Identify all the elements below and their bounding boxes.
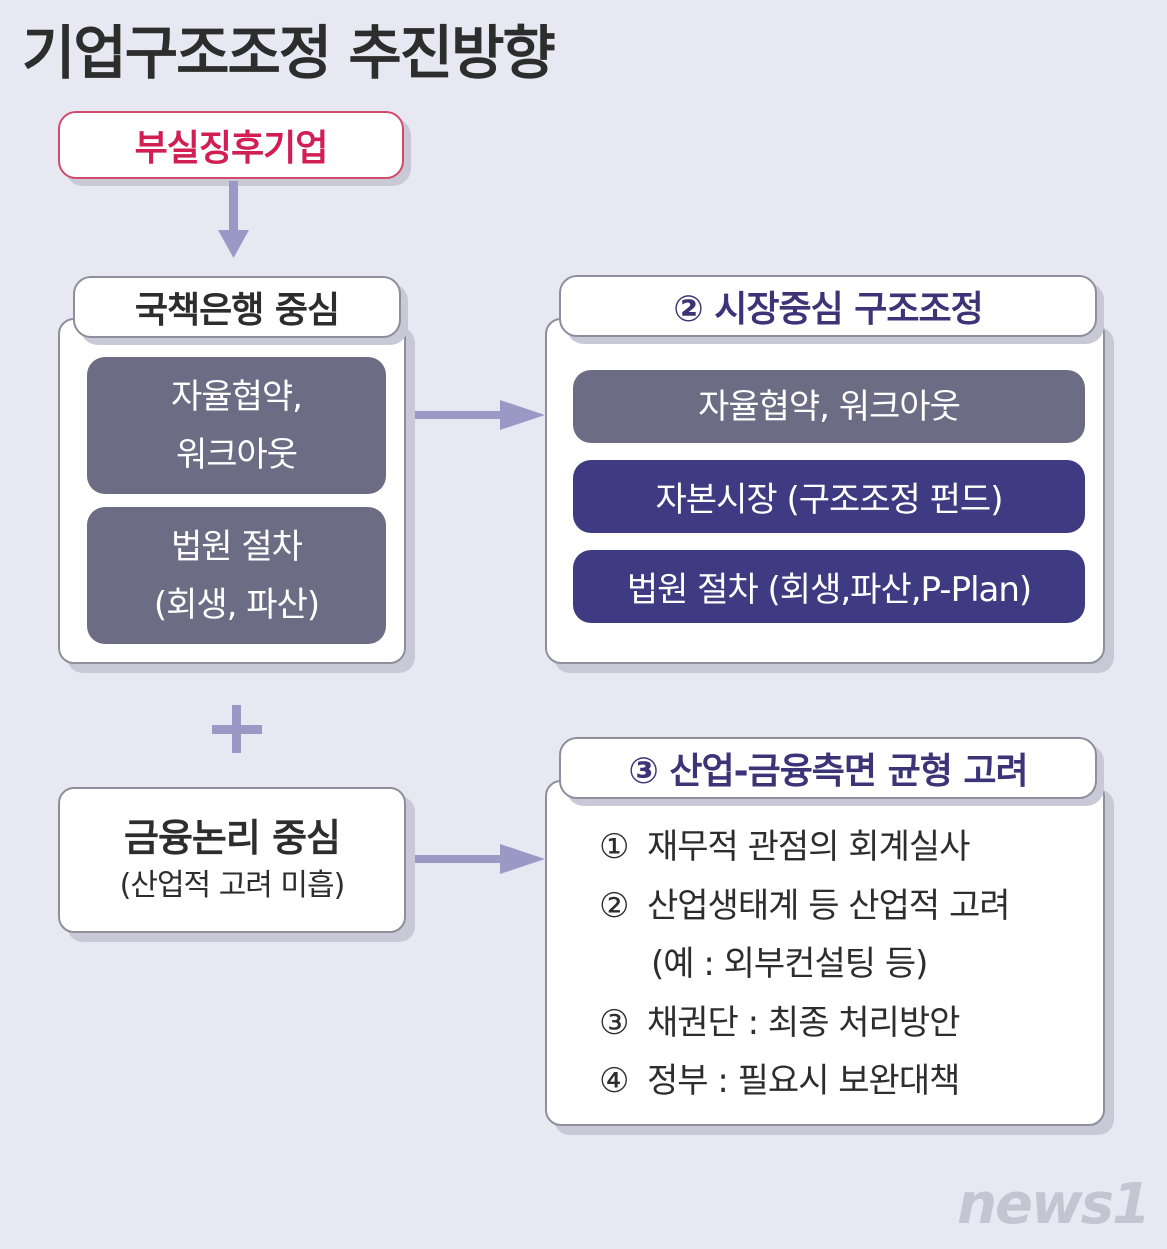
news1-logo: news1 [957, 1172, 1151, 1237]
policy-bank-header: 국책은행 중심 [73, 276, 401, 338]
block-line: 법원 절차 [171, 526, 303, 567]
down-arrow-icon [218, 181, 249, 258]
market-header-label: ② 시장중심 구조조정 [673, 289, 984, 330]
market-block-court: 법원 절차 (회생,파산,P-Plan) [573, 550, 1085, 623]
policy-bank-block-court: 법원 절차 (회생, 파산) [87, 507, 386, 644]
block-label: 자율협약, 워크아웃 [698, 386, 961, 427]
finance-logic-subtitle: (산업적 고려 미흡) [119, 868, 346, 903]
finance-logic-card: 금융논리 중심 (산업적 고려 미흡) [58, 787, 406, 933]
list-item: ③ 채권단 : 최종 처리방안 [599, 994, 1103, 1053]
balance-header: ③ 산업-금융측면 균형 고려 [559, 737, 1097, 799]
balance-header-label: ③ 산업-금융측면 균형 고려 [628, 751, 1028, 792]
block-line: (회생, 파산) [153, 584, 320, 625]
policy-bank-header-label: 국책은행 중심 [134, 290, 340, 331]
list-item: ① 재무적 관점의 회계실사 [599, 818, 1103, 877]
list-text: 산업생태계 등 산업적 고려 [647, 885, 1011, 926]
block-label: 법원 절차 (회생,파산,P-Plan) [626, 570, 1032, 610]
list-number: ② [599, 885, 629, 926]
start-node-label: 부실징후기업 [134, 128, 329, 169]
block-label: 자본시장 (구조조정 펀드) [655, 480, 1004, 520]
list-text: (예 : 외부컨설팅 등) [651, 944, 928, 984]
list-item: (예 : 외부컨설팅 등) [599, 935, 1103, 994]
list-text: 채권단 : 최종 처리방안 [647, 1002, 960, 1043]
market-header: ② 시장중심 구조조정 [559, 275, 1097, 337]
market-block-capital: 자본시장 (구조조정 펀드) [573, 460, 1085, 533]
finance-logic-title: 금융논리 중심 [124, 816, 341, 860]
block-line: 워크아웃 [175, 434, 298, 475]
block-line: 자율협약, [171, 376, 303, 417]
balance-card: ① 재무적 관점의 회계실사 ② 산업생태계 등 산업적 고려 (예 : 외부컨설팅… [545, 780, 1105, 1126]
start-node: 부실징후기업 [58, 111, 404, 179]
list-text: 정부 : 필요시 보완대책 [647, 1061, 960, 1101]
list-number: ④ [599, 1061, 629, 1101]
list-text: 재무적 관점의 회계실사 [647, 827, 970, 867]
policy-bank-block-workout: 자율협약, 워크아웃 [87, 357, 386, 494]
list-number: ① [599, 827, 629, 867]
right-arrow-icon [406, 844, 545, 874]
right-arrow-icon [406, 400, 545, 430]
plus-icon-stem [232, 705, 241, 753]
list-number: ③ [599, 1002, 629, 1043]
page-title: 기업구조조정 추진방향 [22, 19, 556, 87]
list-item: ④ 정부 : 필요시 보완대책 [599, 1052, 1103, 1111]
list-item: ② 산업생태계 등 산업적 고려 [599, 877, 1103, 936]
market-block-workout: 자율협약, 워크아웃 [573, 370, 1085, 443]
